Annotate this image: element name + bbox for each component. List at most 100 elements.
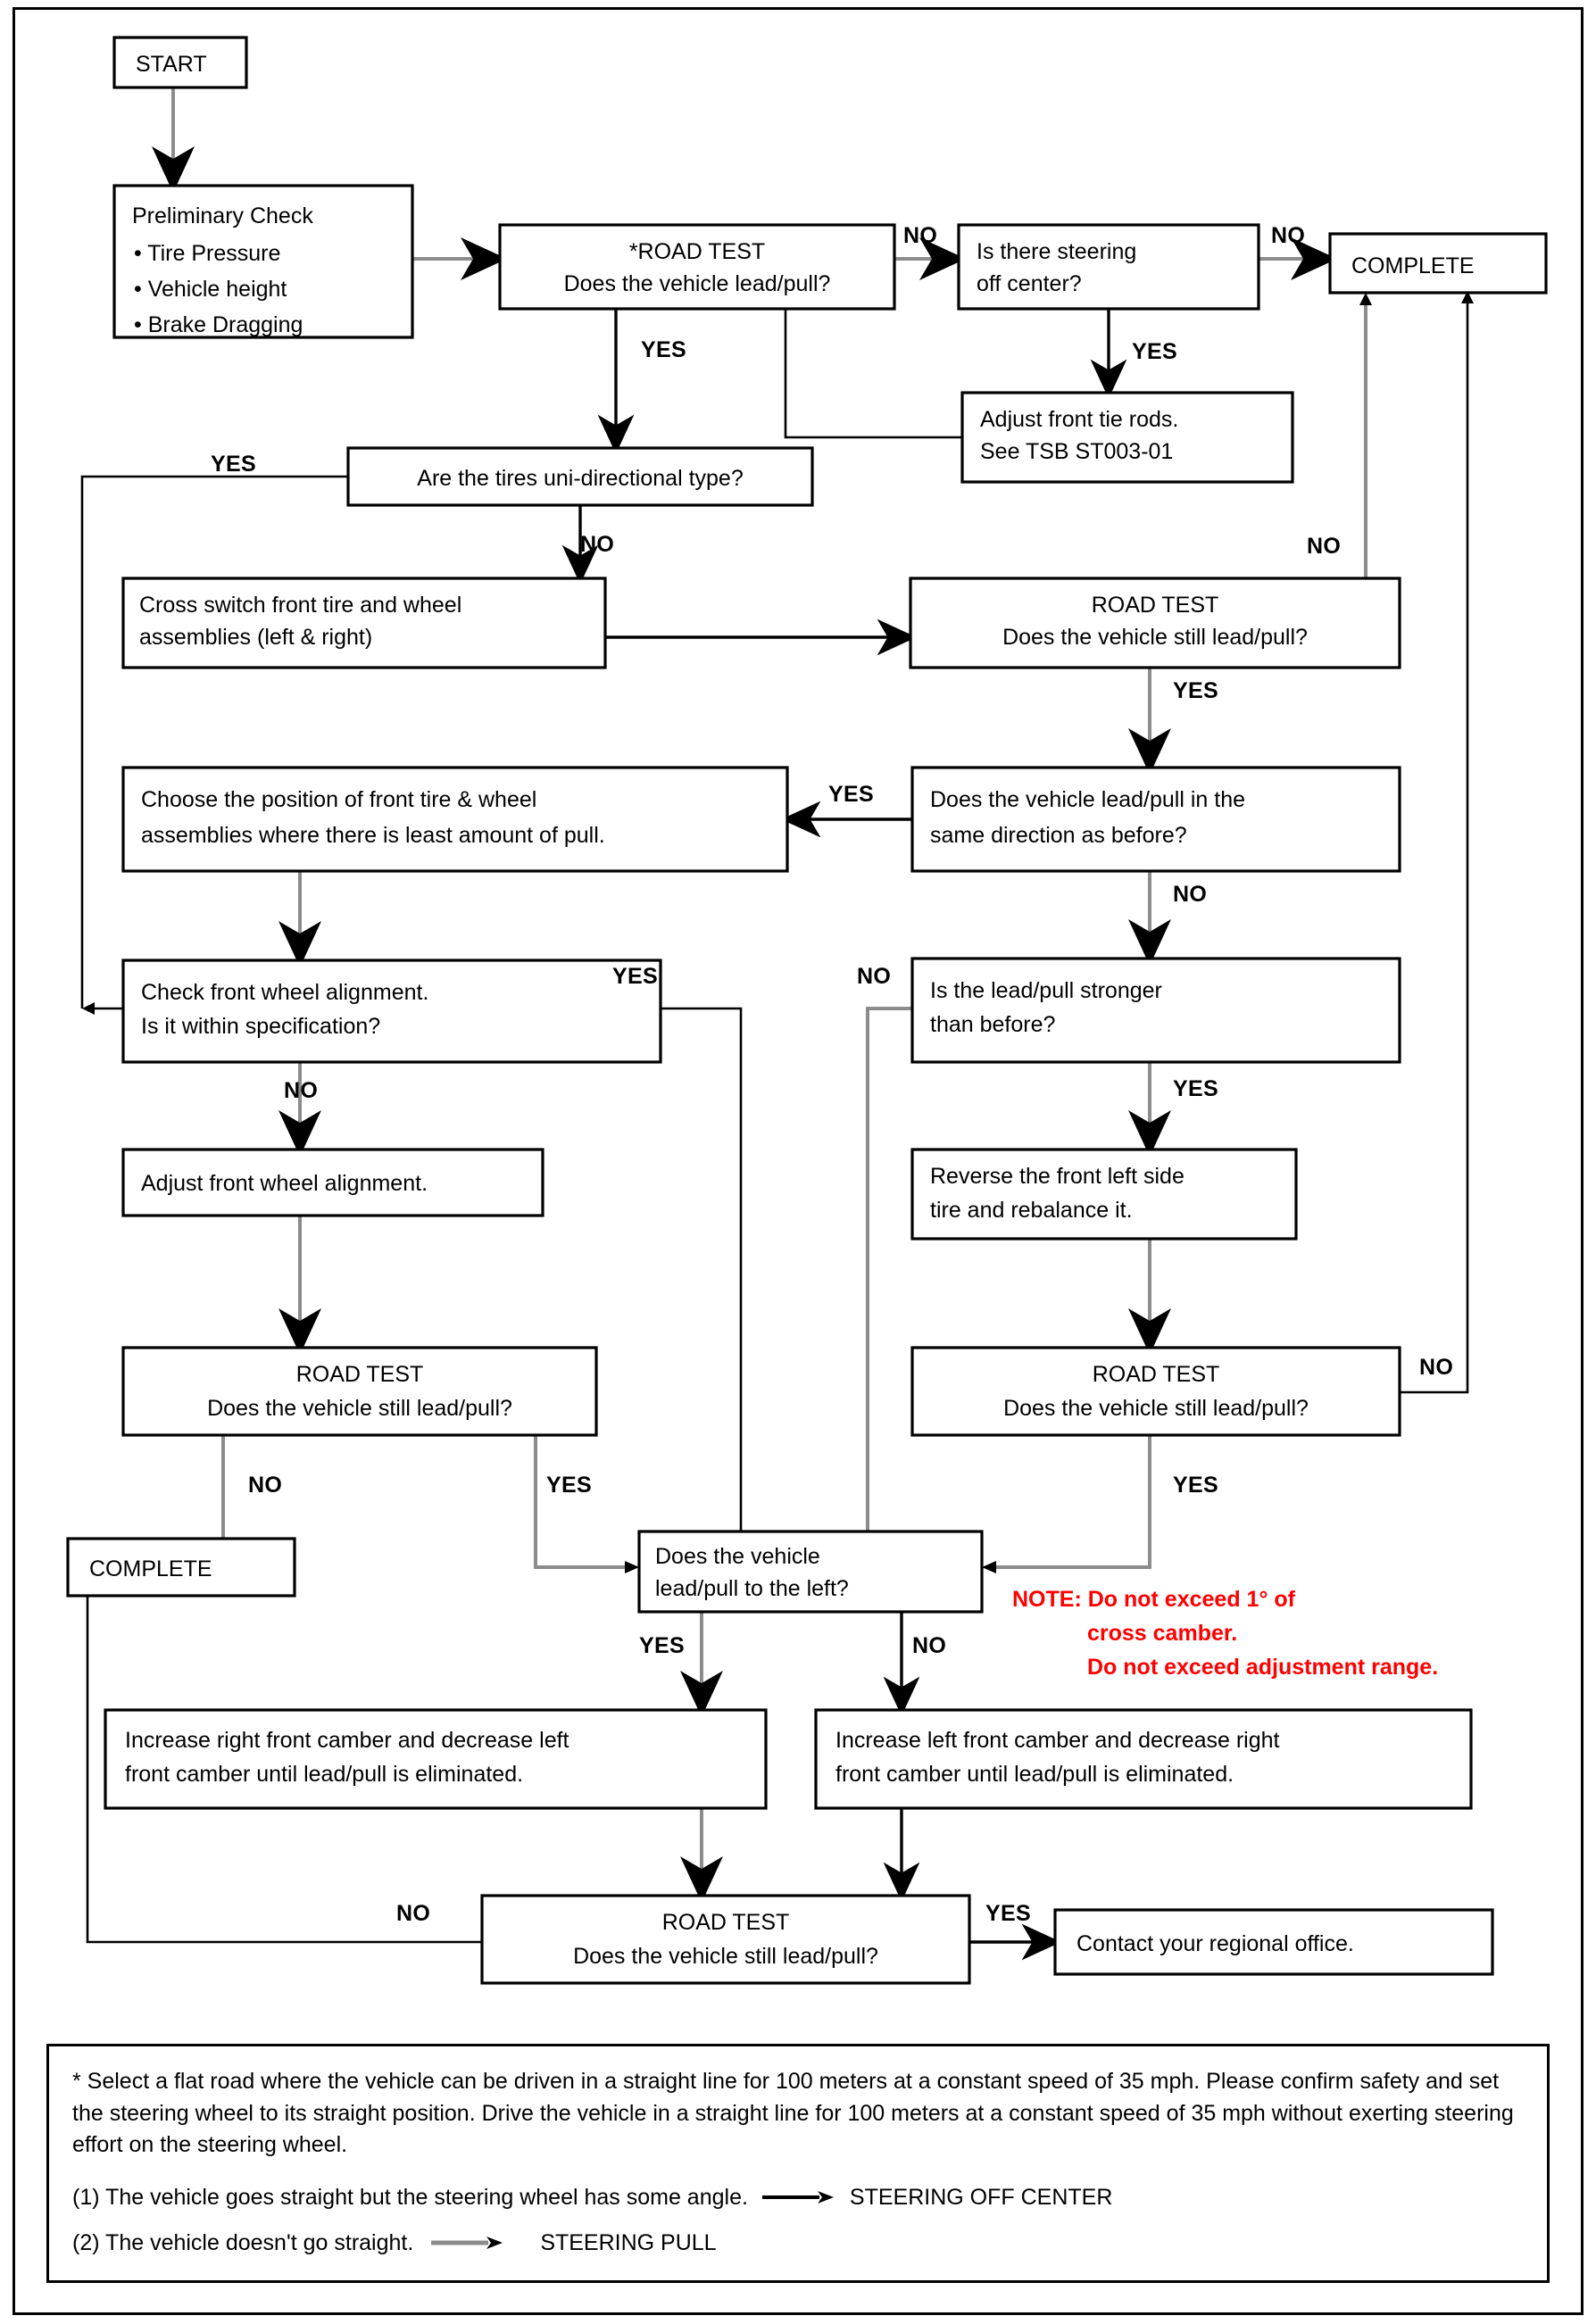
footnote-item-2: (2) The vehicle doesn't go straight. STE… xyxy=(49,2211,1547,2256)
edge-label-roadtest2-no: NO xyxy=(1307,534,1341,559)
road-test-1-line2: Does the vehicle lead/pull? xyxy=(564,271,831,296)
arrowhead-roadtest3-yes xyxy=(625,1561,639,1573)
note-line-3: Do not exceed adjustment range. xyxy=(1087,1655,1438,1680)
edge-roadtest5-no xyxy=(86,1555,482,1944)
node-same-direction[interactable] xyxy=(910,766,1401,873)
node-uni-directional[interactable] xyxy=(346,446,814,507)
arrowhead-roadtest2-no xyxy=(1359,293,1372,305)
preliminary-bullet-2: • Brake Dragging xyxy=(134,312,303,337)
footnote-item-2-text: (2) The vehicle doesn't go straight. xyxy=(72,2229,414,2255)
edge-label-uni-no: NO xyxy=(580,532,614,557)
edge-label-stronger-no: NO xyxy=(857,964,891,989)
node-steering-off-center[interactable] xyxy=(957,223,1260,311)
node-preliminary-check[interactable] xyxy=(112,184,414,339)
node-road-test-5[interactable] xyxy=(480,1894,971,1985)
node-stronger-than-before[interactable] xyxy=(910,957,1401,1064)
adjust-tie-rods-line1: Adjust front tie rods. xyxy=(980,407,1178,432)
node-check-alignment[interactable] xyxy=(121,959,662,1064)
check-alignment-line2: Is it within specification? xyxy=(141,1014,380,1039)
node-road-test-4[interactable] xyxy=(910,1346,1401,1437)
node-complete-top[interactable] xyxy=(1328,232,1548,295)
edge-label-alignment-yes: YES xyxy=(612,964,658,989)
node-adjust-tie-rods[interactable] xyxy=(960,391,1294,484)
road-test-4-line1: ROAD TEST xyxy=(1093,1362,1220,1387)
road-test-5-line1: ROAD TEST xyxy=(662,1910,790,1935)
edge-uni-yes xyxy=(80,475,348,1008)
road-test-1-line1: *ROAD TEST xyxy=(629,239,765,264)
increase-left-camber-line1: Increase left front camber and decrease … xyxy=(835,1728,1280,1753)
edge-label-roadtest1-no: NO xyxy=(903,223,937,248)
check-alignment-line1: Check front wheel alignment. xyxy=(141,980,428,1005)
arrow-right-icon xyxy=(761,2191,834,2204)
node-choose-position[interactable] xyxy=(121,766,789,873)
same-direction-line2: same direction as before? xyxy=(930,823,1187,848)
node-cross-switch[interactable] xyxy=(121,577,607,669)
edge-label-roadtest5-no: NO xyxy=(396,1901,430,1926)
stronger-line1: Is the lead/pull stronger xyxy=(930,978,1162,1003)
lead-pull-left-line1: Does the vehicle xyxy=(655,1544,820,1569)
cross-switch-line2: assemblies (left & right) xyxy=(139,625,372,650)
edge-label-leftpull-no: NO xyxy=(912,1633,946,1658)
node-road-test-1[interactable] xyxy=(498,223,896,311)
complete-left-label: COMPLETE xyxy=(89,1556,212,1581)
node-lead-pull-left[interactable] xyxy=(637,1530,984,1614)
footnote-item-1: (1) The vehicle goes straight but the st… xyxy=(49,2162,1547,2211)
edge-label-roadtest2-yes: YES xyxy=(1173,678,1218,703)
node-adjust-alignment[interactable] xyxy=(121,1148,544,1217)
note-line-2: cross camber. xyxy=(1087,1621,1237,1646)
edge-alignment-yes xyxy=(661,1007,743,1531)
edge-label-roadtest4-yes: YES xyxy=(1173,1473,1218,1498)
footnote-box: * Select a flat road where the vehicle c… xyxy=(46,2044,1550,2283)
edge-label-offcenter-no: NO xyxy=(1271,223,1305,248)
edge-label-stronger-yes: YES xyxy=(1173,1076,1218,1101)
preliminary-bullet-0: • Tire Pressure xyxy=(134,241,280,266)
edge-label-uni-yes: YES xyxy=(211,452,256,477)
stronger-line2: than before? xyxy=(930,1012,1055,1037)
reverse-tire-line2: tire and rebalance it. xyxy=(930,1198,1133,1223)
node-contact-office[interactable] xyxy=(1053,1908,1494,1976)
node-road-test-2[interactable] xyxy=(909,577,1401,669)
road-test-4-line2: Does the vehicle still lead/pull? xyxy=(1003,1396,1309,1421)
arrow-right-gray-icon xyxy=(431,2237,503,2249)
arrowhead-roadtest4-no xyxy=(1461,291,1474,303)
lead-pull-left-line2: lead/pull to the left? xyxy=(655,1576,849,1601)
increase-right-camber-line2: front camber until lead/pull is eliminat… xyxy=(125,1762,523,1787)
edge-tierods-to-roadtest1 xyxy=(784,309,962,439)
node-start[interactable] xyxy=(112,36,248,89)
edge-roadtest4-no xyxy=(1400,303,1469,1394)
increase-left-camber-line2: front camber until lead/pull is eliminat… xyxy=(835,1762,1234,1787)
node-road-test-3[interactable] xyxy=(121,1346,598,1437)
edge-label-roadtest5-yes: YES xyxy=(985,1901,1031,1926)
edge-label-leftpull-yes: YES xyxy=(639,1633,685,1658)
reverse-tire-line1: Reverse the front left side xyxy=(930,1164,1185,1189)
node-increase-left-camber[interactable] xyxy=(814,1708,1473,1810)
arrowhead-roadtest4-yes xyxy=(982,1561,996,1573)
adjust-tie-rods-line2: See TSB ST003-01 xyxy=(980,439,1173,464)
preliminary-bullet-1: • Vehicle height xyxy=(134,277,287,302)
note-line-1: NOTE: Do not exceed 1° of xyxy=(1012,1587,1296,1612)
node-complete-left[interactable] xyxy=(66,1537,296,1598)
road-test-2-line2: Does the vehicle still lead/pull? xyxy=(1002,625,1308,650)
edge-label-roadtest3-no: NO xyxy=(248,1473,282,1498)
contact-office-label: Contact your regional office. xyxy=(1076,1931,1354,1956)
road-test-5-line2: Does the vehicle still lead/pull? xyxy=(573,1944,878,1969)
edge-label-alignment-no: NO xyxy=(284,1078,318,1103)
edge-label-roadtest1-yes: YES xyxy=(641,337,686,362)
steering-off-center-line1: Is there steering xyxy=(977,239,1136,264)
footnote-item-1-text: (1) The vehicle goes straight but the st… xyxy=(72,2184,748,2210)
cross-switch-line1: Cross switch front tire and wheel xyxy=(139,593,461,618)
edge-label-samedir-no: NO xyxy=(1173,882,1207,907)
same-direction-line1: Does the vehicle lead/pull in the xyxy=(930,787,1245,812)
page-border xyxy=(12,7,1584,2315)
node-start-label: START xyxy=(136,52,207,77)
node-increase-right-camber[interactable] xyxy=(104,1708,768,1810)
edge-roadtest4-yes xyxy=(996,1435,1151,1569)
node-reverse-tire[interactable] xyxy=(910,1148,1298,1241)
edge-roadtest3-yes xyxy=(534,1435,625,1569)
steering-off-center-line2: off center? xyxy=(977,271,1082,296)
adjust-alignment-label: Adjust front wheel alignment. xyxy=(141,1171,428,1196)
edge-stronger-no xyxy=(866,1007,946,1531)
choose-position-line2: assemblies where there is least amount o… xyxy=(141,823,605,848)
